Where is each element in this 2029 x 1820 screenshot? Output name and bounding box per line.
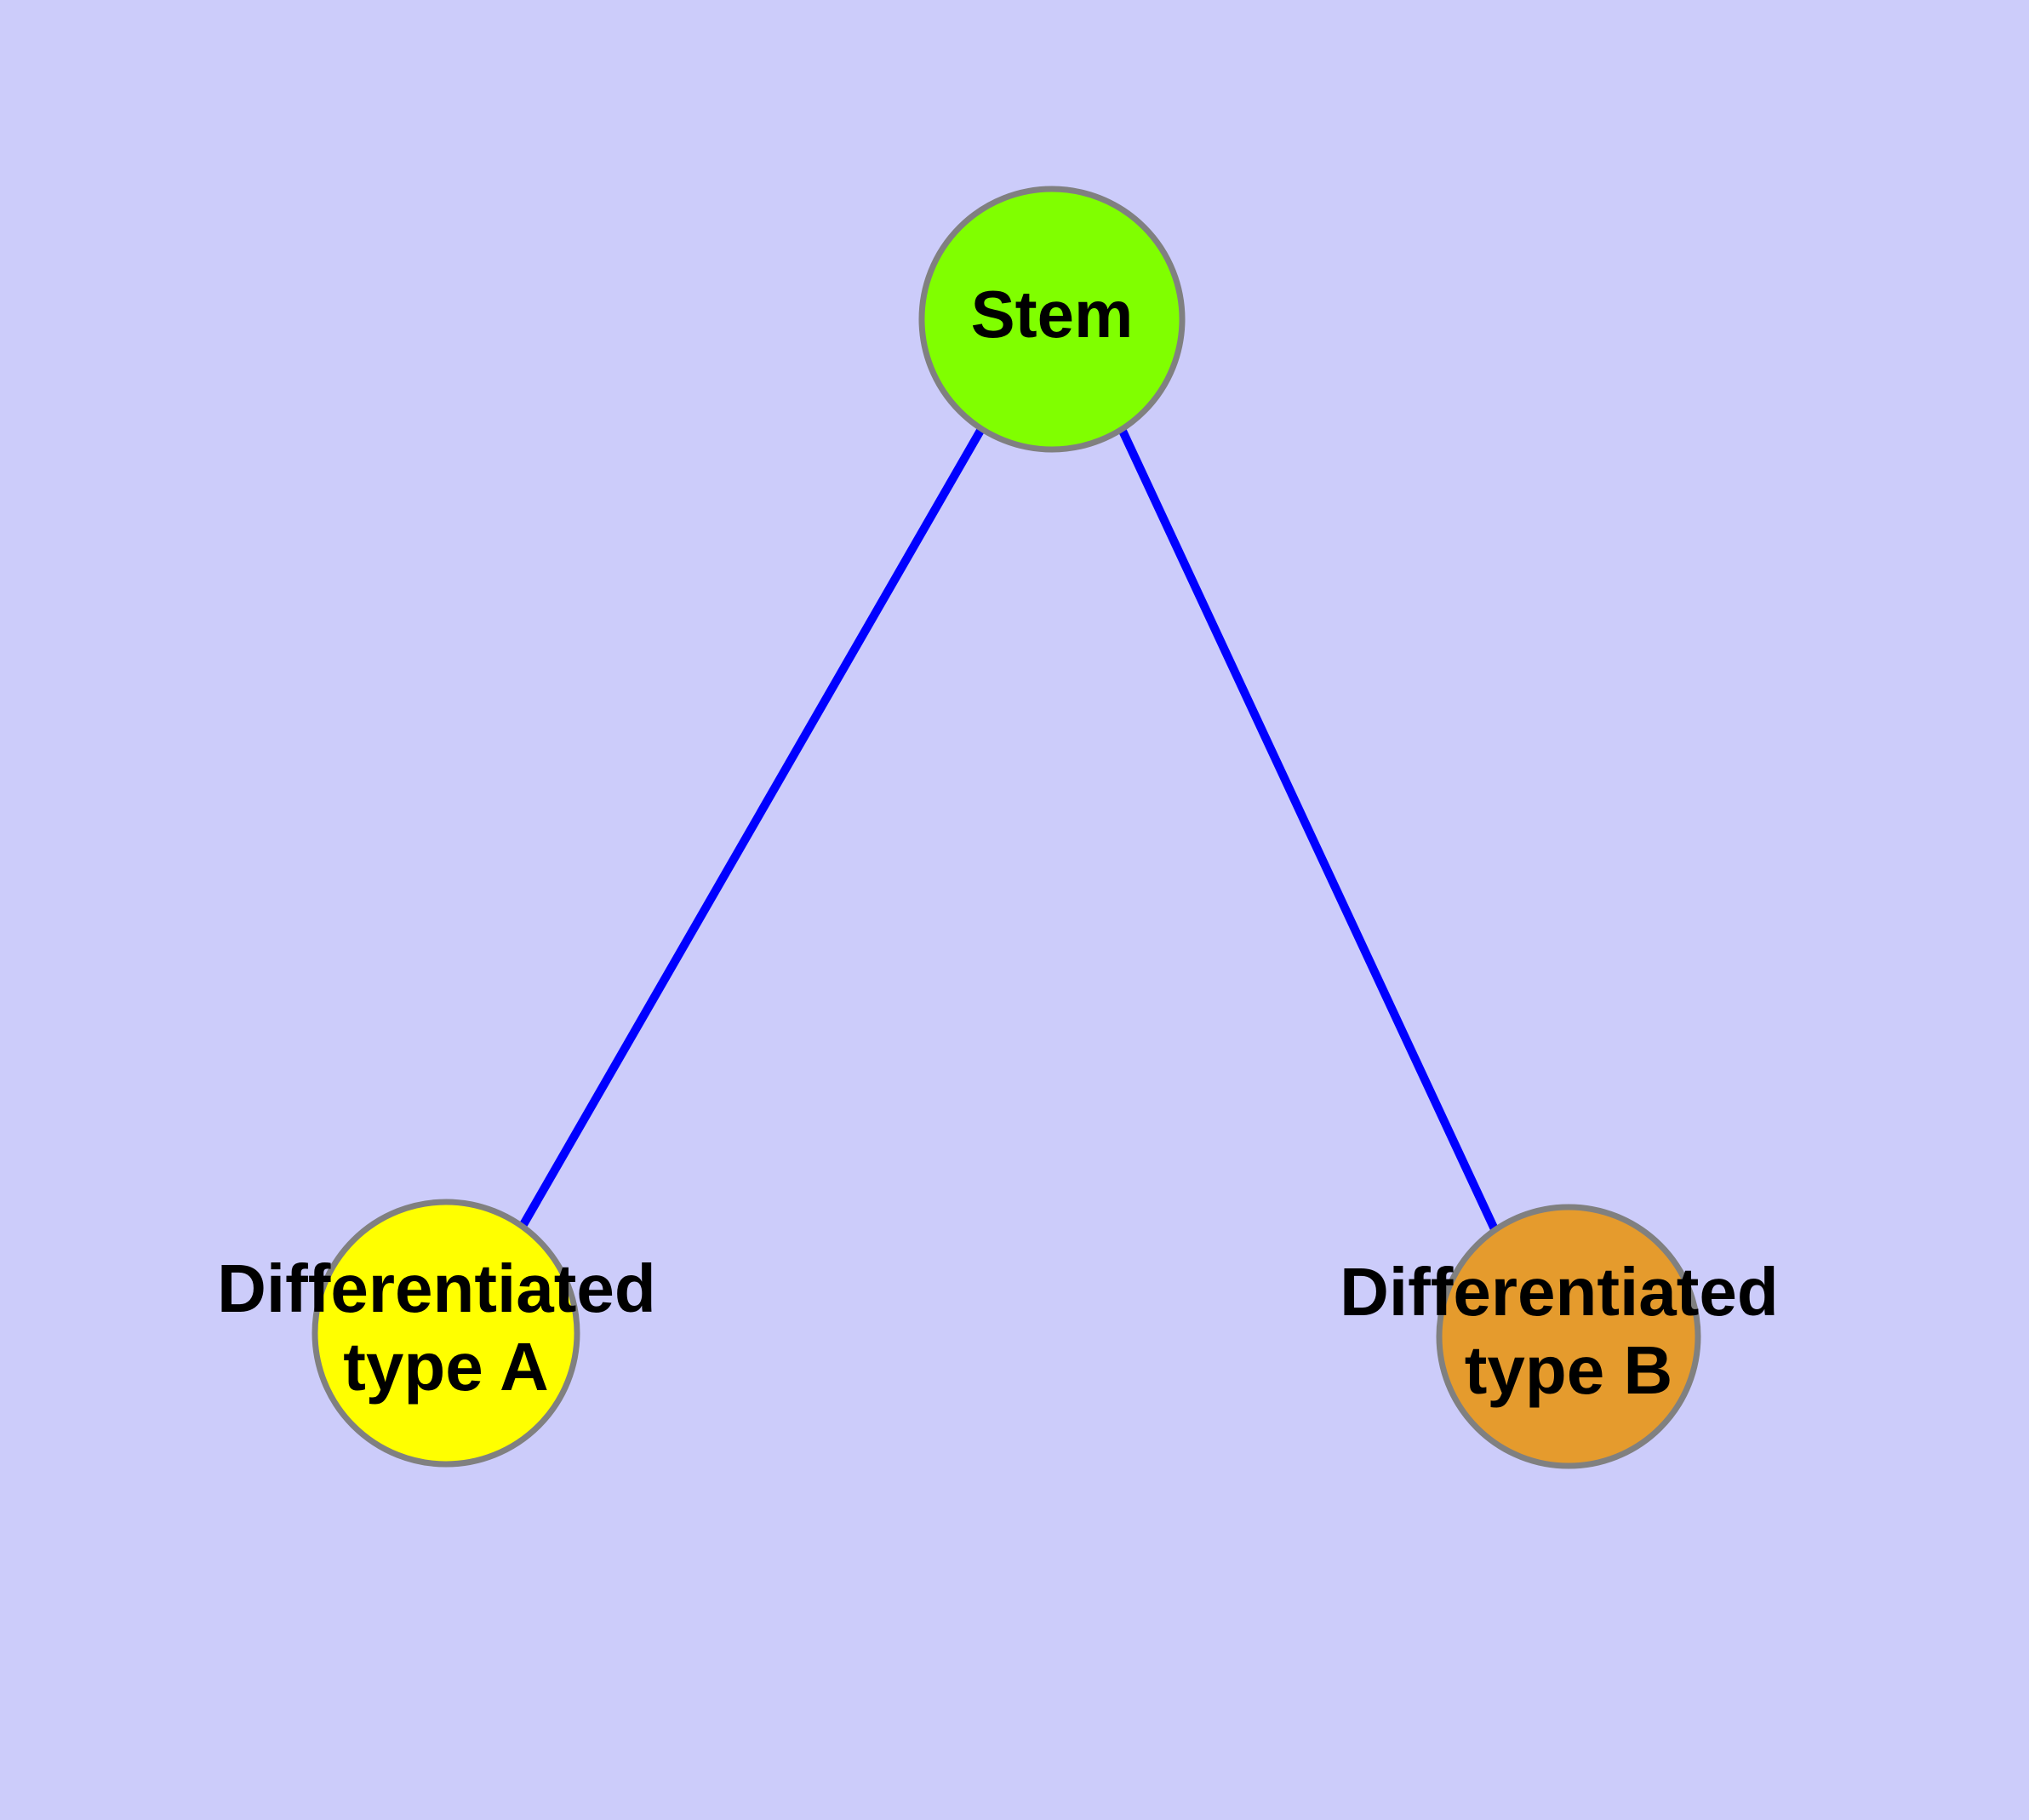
edge-stem-to-differentiated-type-a[interactable] xyxy=(517,426,986,1230)
node-stem[interactable]: Stem xyxy=(918,186,1186,453)
edge-group xyxy=(517,426,1499,1232)
node-stem-label-line-1: Stem xyxy=(971,277,1134,352)
node-differentiated-type-a-label: Differentiated type A xyxy=(217,1251,675,1405)
node-differentiated-type-a-circle[interactable] xyxy=(311,1199,580,1468)
node-differentiated-type-a-label-line-1: Differentiated xyxy=(217,1251,656,1326)
node-differentiated-type-b-label: Differentiated type B xyxy=(1340,1254,1798,1408)
node-differentiated-type-b-label-line-2: type B xyxy=(1465,1332,1673,1408)
edge-stem-to-differentiated-type-b[interactable] xyxy=(1117,426,1499,1232)
node-stem-label: Stem xyxy=(971,277,1134,352)
node-differentiated-type-b-circle[interactable] xyxy=(1436,1204,1701,1469)
node-differentiated-type-b-label-line-1: Differentiated xyxy=(1340,1254,1779,1330)
node-group: Stem Differentiated type A Differentiate… xyxy=(217,186,1798,1469)
node-stem-circle[interactable] xyxy=(918,186,1186,453)
node-differentiated-type-b[interactable]: Differentiated type B xyxy=(1340,1204,1798,1469)
node-differentiated-type-a[interactable]: Differentiated type A xyxy=(217,1199,675,1468)
node-differentiated-type-a-label-line-2: type A xyxy=(343,1329,549,1405)
